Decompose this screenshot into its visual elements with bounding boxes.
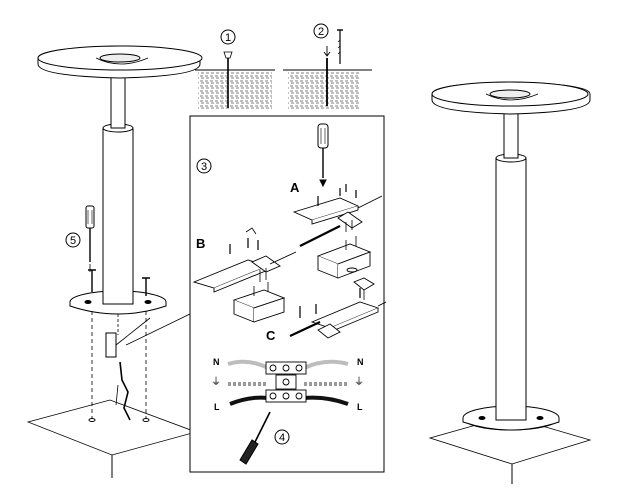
left-pole	[102, 127, 134, 305]
step1-label: 1	[225, 32, 231, 44]
anchor-hole-right	[142, 418, 150, 422]
step4-label: 4	[279, 432, 285, 444]
soil-step1-inset	[195, 51, 275, 110]
junction-box-left	[232, 282, 286, 323]
left-ground-slab	[26, 399, 198, 456]
step5-badge	[65, 232, 81, 248]
mounting-plate-c	[289, 277, 387, 339]
terminal-block	[227, 359, 349, 406]
terminal-connector	[105, 332, 117, 358]
bolt-left	[88, 269, 96, 292]
soil-step2-inset	[283, 29, 372, 110]
wire-n-left: N	[213, 357, 220, 367]
step2-badge	[313, 23, 329, 39]
step5-label: 5	[70, 235, 76, 247]
callout-b: B	[196, 236, 205, 251]
wire-ground-left: ⏚	[211, 376, 221, 388]
anchor-hole-left	[88, 418, 96, 422]
neutral-wire-right	[303, 359, 349, 370]
supply-cable	[119, 361, 131, 421]
wire-ground-right: ⏚	[354, 376, 364, 388]
mounting-plate-b	[192, 227, 297, 293]
screwdriver-top-icon	[317, 123, 329, 188]
step3-badge	[196, 158, 212, 174]
step1-badge	[220, 29, 236, 45]
wiring-inset-panel	[189, 115, 385, 473]
leader-line	[125, 313, 191, 346]
wire-l-left: L	[214, 402, 220, 412]
left-stem	[110, 69, 126, 129]
step2-label: 2	[318, 26, 324, 38]
anchor-guide-lines	[91, 304, 147, 418]
live-wires	[229, 395, 349, 406]
screwdriver-step4-icon	[239, 411, 271, 465]
wire-l-right: L	[357, 402, 363, 412]
neutral-wire-left	[227, 359, 269, 370]
step4-badge	[274, 429, 290, 445]
callout-a: A	[290, 180, 300, 195]
callout-c: C	[266, 328, 276, 343]
junction-box-right	[316, 236, 372, 279]
step3-label: 3	[201, 161, 207, 173]
bolt-right	[142, 277, 150, 296]
right-pole	[495, 157, 527, 421]
right-bollard-lamp	[428, 81, 592, 484]
screwdriver-step5-icon	[85, 205, 95, 272]
left-bollard-lamp	[26, 45, 203, 478]
wire-n-right: N	[357, 357, 364, 367]
mounting-plate-a	[292, 184, 383, 247]
